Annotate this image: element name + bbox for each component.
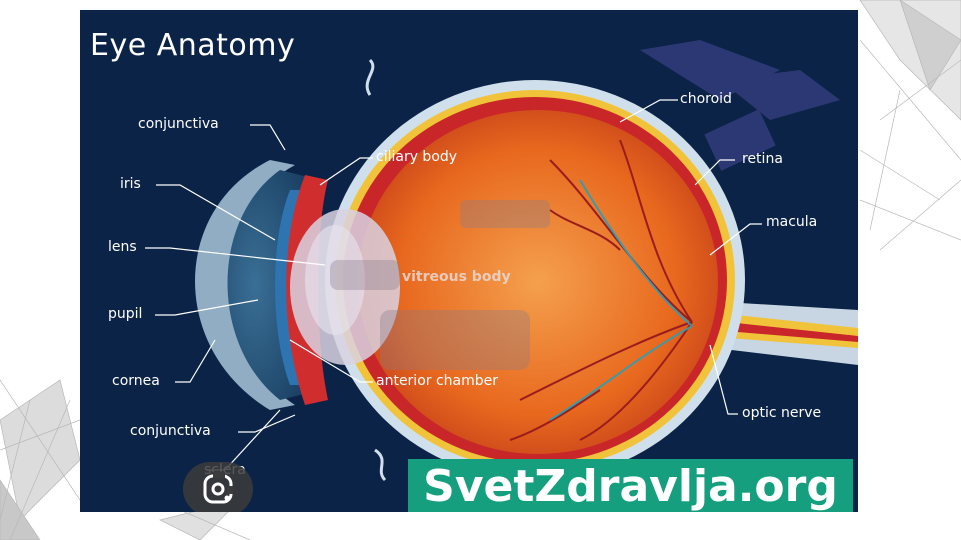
google-lens-button[interactable]	[183, 462, 253, 512]
watermark-banner-text: SvetZdravlja.org	[423, 461, 838, 512]
label-conjunctiva-bottom: conjunctiva	[130, 423, 211, 439]
label-choroid: choroid	[680, 91, 732, 107]
watermark-banner: SvetZdravlja.org	[408, 459, 853, 512]
label-macula: macula	[766, 214, 818, 230]
google-lens-icon	[203, 472, 233, 504]
label-optic-nerve: optic nerve	[742, 405, 822, 421]
label-anterior-chamber: anterior chamber	[376, 373, 499, 389]
label-vitreous-body: vitreous body	[402, 269, 511, 285]
label-ciliary-body: ciliary body	[376, 149, 458, 165]
diagram-title: Eye Anatomy	[90, 28, 296, 63]
label-retina: retina	[742, 151, 783, 167]
label-conjunctiva-top: conjunctiva	[138, 116, 219, 132]
label-cornea: cornea	[112, 373, 160, 389]
eye-anatomy-diagram: Eye Anatomy conjunctiva iris lens pupil …	[80, 10, 858, 512]
label-iris: iris	[120, 176, 141, 192]
label-pupil: pupil	[108, 306, 143, 322]
label-lens: lens	[108, 239, 137, 255]
eye-cross-section	[145, 40, 858, 482]
cornea	[195, 160, 295, 410]
